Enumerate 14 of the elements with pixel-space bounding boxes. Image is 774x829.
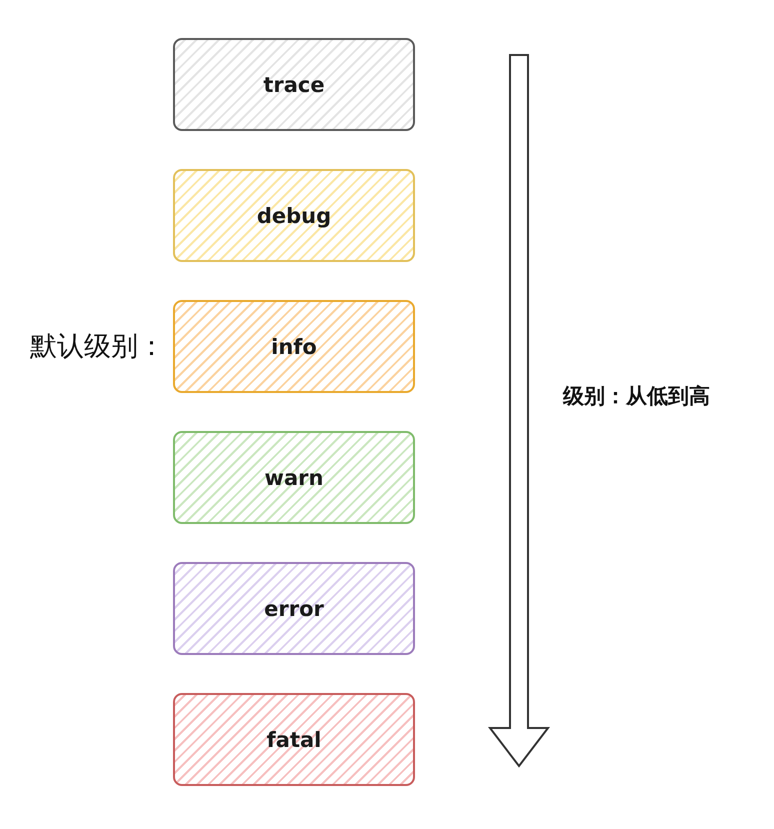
level-box <box>173 562 415 655</box>
level-name: error <box>264 596 324 620</box>
level-name: fatal <box>266 728 322 752</box>
level-name: debug <box>256 204 332 228</box>
level-box <box>173 38 415 131</box>
level-name: warn <box>264 466 324 490</box>
level-box <box>173 300 415 393</box>
level-box <box>173 693 415 786</box>
level-name: trace <box>263 72 325 96</box>
level-box <box>173 431 415 524</box>
level-box <box>173 169 415 262</box>
direction-label: 级别：从低到高 <box>563 384 710 410</box>
default-level-label: 默认级别： <box>30 330 165 363</box>
level-name: info <box>271 334 317 358</box>
